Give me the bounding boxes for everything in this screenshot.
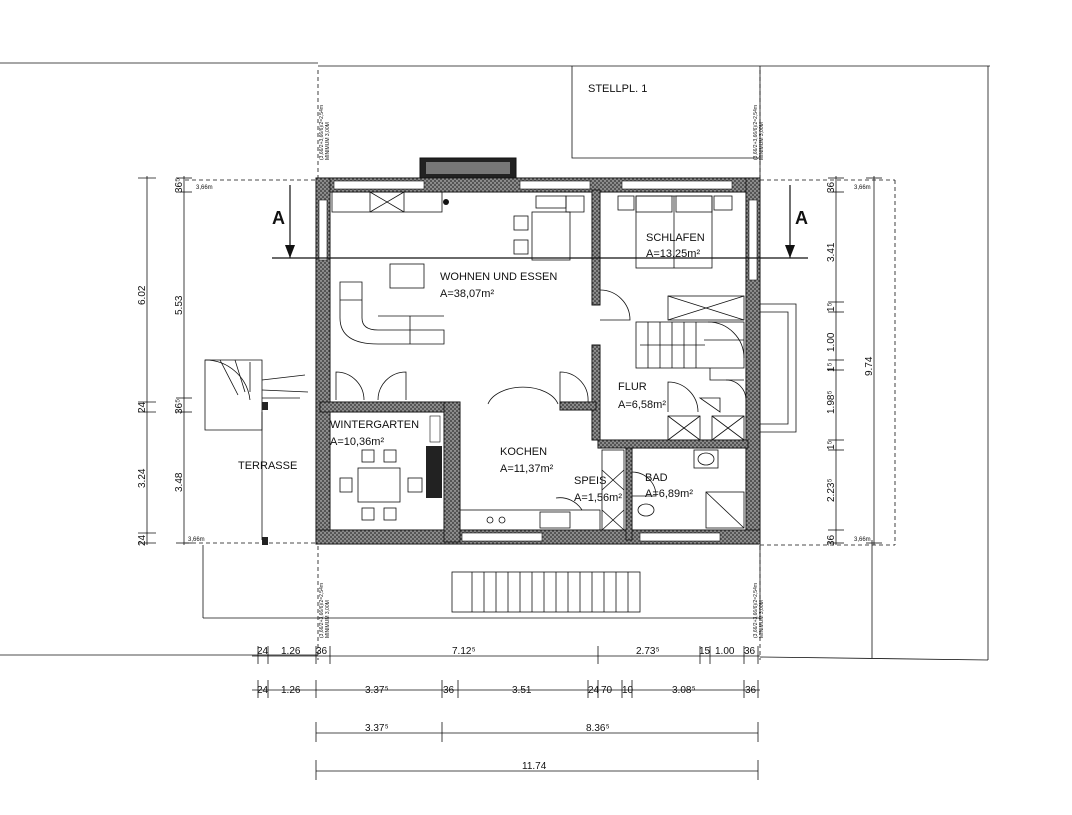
dim-r2-5: 24 [588,685,600,696]
dim-r1-2: 36 [316,646,328,657]
interior-walls [319,189,749,543]
dim-r1-6: 1.00 [715,646,735,657]
arch-opening [487,386,559,405]
dim-r2-8: 3.08⁵ [672,685,696,696]
dim-r2-0: 24 [257,685,269,696]
dim-left-inner-2: 36⁵ [174,399,185,414]
parking-space: STELLPL. 1 [571,66,760,159]
dim-left-inner-1: 5.53 [174,295,185,315]
terrasse-label: TERRASSE [238,460,297,472]
height-mark-tr: 3,66m [854,185,871,191]
dim-r1-3: 7.12⁵ [452,646,476,657]
door-kitchen [559,371,589,403]
section-line: A A [272,185,808,259]
dim-left-2: 24 [137,401,148,413]
speis-name: SPEIS [574,475,606,487]
schlafen-area: A=13,25m² [646,248,700,260]
wintergarten-name: WINTERGARTEN [330,419,419,431]
setback-lines [185,70,896,660]
dimension-chains-bottom: 24 1.26 36 7.12⁵ 2.73⁵ 15 1.00 36 24 1.2… [252,646,760,780]
dim-r2-9: 36 [745,685,757,696]
setback-note-tr-2: MINIMUM 3,00M [759,122,765,160]
setback-note-br-1: (3,66/2+3,66/6)/2=2,54m [753,583,759,638]
dim-left-inner-3: 3.48 [174,472,185,492]
door-bedroom [599,289,631,321]
flur-area: A=6,58m² [618,399,666,411]
bad-name: BAD [645,472,668,484]
dim-r3-0: 3.37⁵ [365,723,389,734]
dim-left-inner-0: 36⁵ [174,178,185,193]
wintergarten-furniture [339,415,442,521]
dim-r2-4: 3.51 [512,685,532,696]
double-door-living [335,371,407,401]
kochen-name: KOCHEN [500,446,547,458]
flur-name: FLUR [618,381,647,393]
wall-cabinets [331,191,449,213]
windows [318,180,758,542]
balcony-right [760,303,797,433]
dim-left-1: 3.24 [137,468,148,488]
staircase [635,321,745,381]
pantry-shelves [601,449,625,531]
site-lines [0,62,990,661]
height-mark-br: 3,66m [854,537,871,543]
dim-right-total: 9.74 [864,356,875,376]
shafts [667,415,745,441]
height-mark-tl: 3,66m [196,185,213,191]
dimension-chains-left: 6.02 3.24 24 24 36⁵ 5.53 36⁵ 3.48 [137,176,192,546]
room-labels: WOHNEN UND ESSEN A=38,07m² SCHLAFEN A=13… [238,232,705,504]
dim-r4-0: 11.74 [522,761,547,772]
dim-r1-5: 15 [699,646,711,657]
dim-r1-1: 1.26 [281,646,301,657]
section-mark-right: A [795,208,808,228]
dim-right-7: 2.23⁵ [826,478,837,502]
dim-r2-6: 70 [601,685,613,696]
dim-right-6: 1⁵ [826,440,837,450]
setback-note-tr-1: (3,66/2+3,66/6)/2=2,54m [753,105,759,160]
kitchen-counter [459,497,601,531]
dim-right-3: 1.00 [826,332,837,352]
dim-r2-1: 1.26 [281,685,301,696]
outside-staircase [204,359,309,545]
section-mark-left: A [272,208,285,228]
dim-right-4: 1⁵ [826,362,837,372]
dim-r2-3: 36 [443,685,455,696]
dim-r1-4: 2.73⁵ [636,646,660,657]
setback-note-bl-1: (3,66/2+3,66/6)/2=2,54m [319,583,325,638]
wintergarten-area: A=10,36m² [330,436,384,448]
sofa [339,281,445,345]
dim-right-1: 3.41 [826,242,837,262]
stellplatz-label: STELLPL. 1 [588,83,647,95]
dim-right-8: 36 [826,534,837,546]
dim-r1-7: 36 [744,646,756,657]
schlafen-name: SCHLAFEN [646,232,705,244]
dim-right-2: 1⁵ [826,302,837,312]
bedroom-furniture [617,195,745,321]
dim-left-0: 6.02 [137,285,148,305]
dim-r2-2: 3.37⁵ [365,685,389,696]
dim-r3-1: 8.36⁵ [586,723,610,734]
setback-note-tl-1: (3,66/2+3,66/6)/2=2,54m [319,105,325,160]
dim-left-3: 24 [137,534,148,546]
wohnen-area: A=38,07m² [440,288,494,300]
setback-note-br-2: MINIMUM 3,00M [759,600,765,638]
terrace-stairs [451,571,641,613]
setback-note-tl-2: MINIMUM 3,00M [325,122,331,160]
bad-area: A=6,89m² [645,488,693,500]
bathroom-fixtures [631,449,745,529]
wohnen-name: WOHNEN UND ESSEN [440,271,557,283]
setback-note-bl-2: MINIMUM 3,00M [325,600,331,638]
kochen-area: A=11,37m² [500,463,554,475]
dining-set [389,195,585,289]
dim-right-5: 1.98⁵ [826,390,837,414]
height-mark-bl: 3,66m [188,537,205,543]
dim-right-0: 36 [826,181,837,193]
speis-area: A=1,56m² [574,492,622,504]
door-flur [667,381,699,413]
dimension-chains-right: 36 3.41 1⁵ 1.00 1⁵ 1.98⁵ 1⁵ 2.23⁵ 36 9.7… [826,176,882,546]
setback-notes: (3,66/2+3,66/6)/2=2,54m MINIMUM 3,00M (3… [319,105,765,638]
dim-r1-0: 24 [257,646,269,657]
dim-r2-7: 10 [622,685,634,696]
